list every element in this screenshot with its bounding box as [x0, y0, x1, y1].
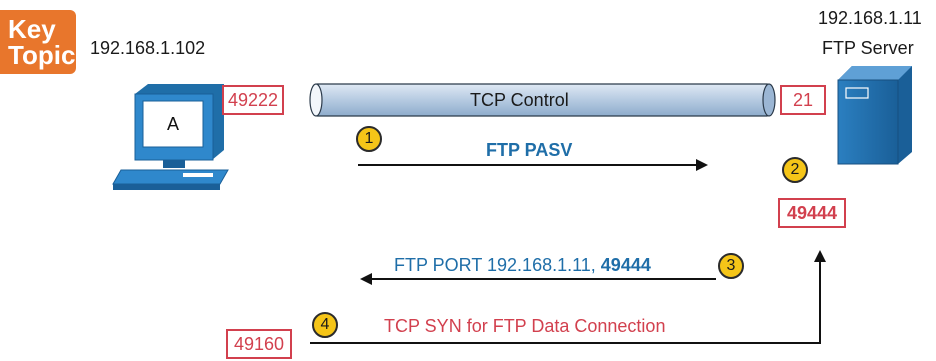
step-3-label-prefix: FTP PORT 192.168.1.11,	[394, 255, 601, 275]
tcp-control-label: TCP Control	[470, 90, 569, 110]
step-3-label-port: 49444	[600, 255, 651, 275]
server-ip: 192.168.1.11	[818, 8, 922, 28]
server-name: FTP Server	[822, 38, 914, 58]
server-control-port: 21	[780, 85, 826, 115]
key-topic-badge: Key Topic	[0, 10, 76, 74]
client-data-port: 49160	[226, 329, 292, 359]
step-1-badge: 1	[356, 126, 382, 152]
step-4-label: TCP SYN for FTP Data Connection	[384, 316, 666, 336]
client-computer-icon	[112, 84, 229, 190]
step-4-badge: 4	[312, 312, 338, 338]
client-ip: 192.168.1.102	[90, 38, 206, 58]
syn-arrow	[310, 250, 826, 344]
step-3-label: FTP PORT 192.168.1.11, 49444	[394, 255, 651, 276]
server-data-port: 49444	[778, 198, 846, 228]
key-topic-line2: Topic	[8, 40, 76, 70]
client-screen-label: A	[166, 114, 179, 134]
key-topic-line1: Key	[8, 14, 56, 44]
step-3-badge: 3	[718, 253, 744, 279]
step-1-label: FTP PASV	[486, 140, 573, 160]
client-control-port: 49222	[222, 85, 284, 115]
step-2-badge: 2	[782, 157, 808, 183]
tcp-control-tube	[309, 83, 776, 117]
ftp-server-icon	[837, 66, 912, 165]
